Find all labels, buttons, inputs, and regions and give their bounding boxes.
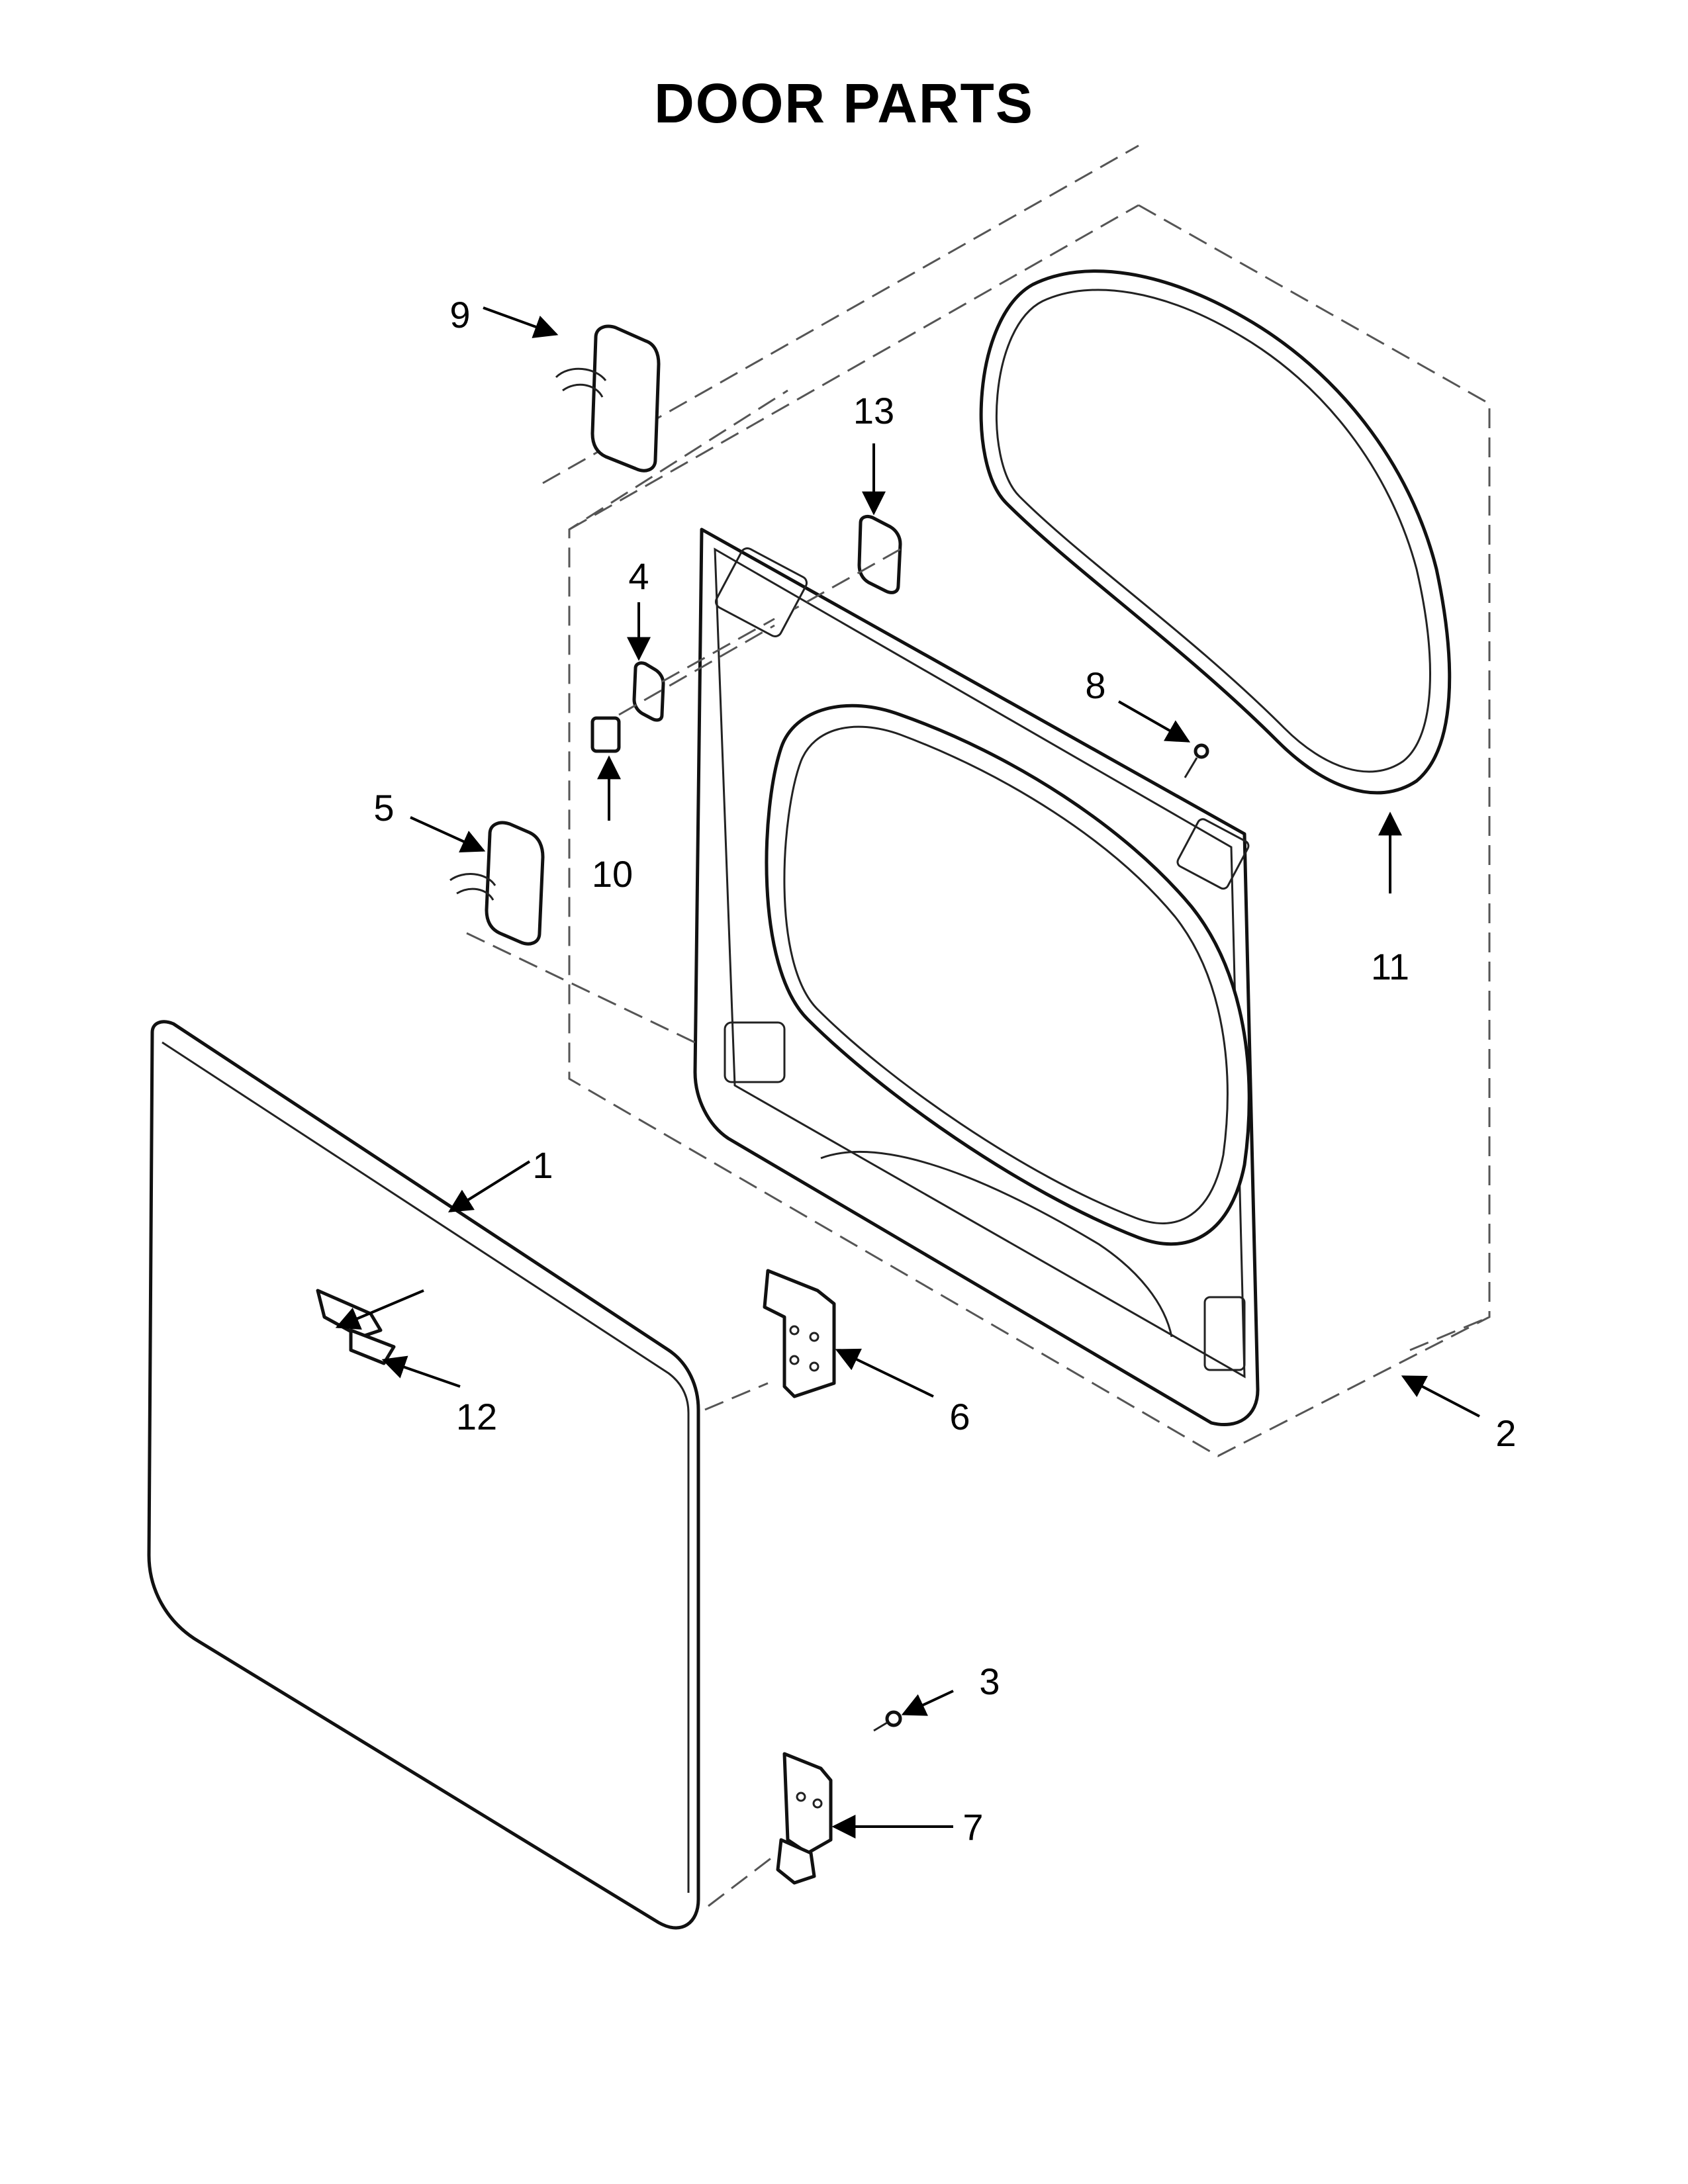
hinge-cover-lower — [449, 821, 545, 946]
callout-8: 8 — [1085, 664, 1105, 706]
callout-12: 12 — [456, 1396, 497, 1437]
callout-4: 4 — [628, 555, 649, 597]
callout-11: 11 — [1371, 946, 1409, 987]
door-strike-upper — [857, 514, 902, 594]
hinge-lower — [776, 1752, 833, 1885]
callout-2: 2 — [1495, 1412, 1516, 1454]
callout-7: 7 — [962, 1806, 983, 1848]
callout-3: 3 — [979, 1661, 1000, 1702]
callout-13: 13 — [853, 390, 894, 432]
door-catch — [590, 716, 621, 753]
assembly-outline — [542, 144, 1491, 1457]
hinge-upper — [763, 1269, 836, 1398]
outer-door-panel — [147, 1020, 700, 1930]
callout-1: 1 — [532, 1144, 553, 1186]
page-title: DOOR PARTS — [654, 72, 1034, 134]
callout-10: 10 — [592, 853, 633, 895]
screw-upper — [1184, 743, 1209, 778]
callout-6: 6 — [949, 1396, 970, 1437]
screw-lower — [873, 1710, 902, 1732]
door-gasket — [979, 269, 1452, 795]
leader-lines — [335, 306, 1480, 1839]
callout-5: 5 — [373, 787, 394, 829]
callout-9: 9 — [449, 294, 470, 336]
hinge-cover-upper — [555, 324, 661, 473]
inner-door-panel — [693, 527, 1260, 1427]
door-strike-lower — [632, 661, 665, 722]
